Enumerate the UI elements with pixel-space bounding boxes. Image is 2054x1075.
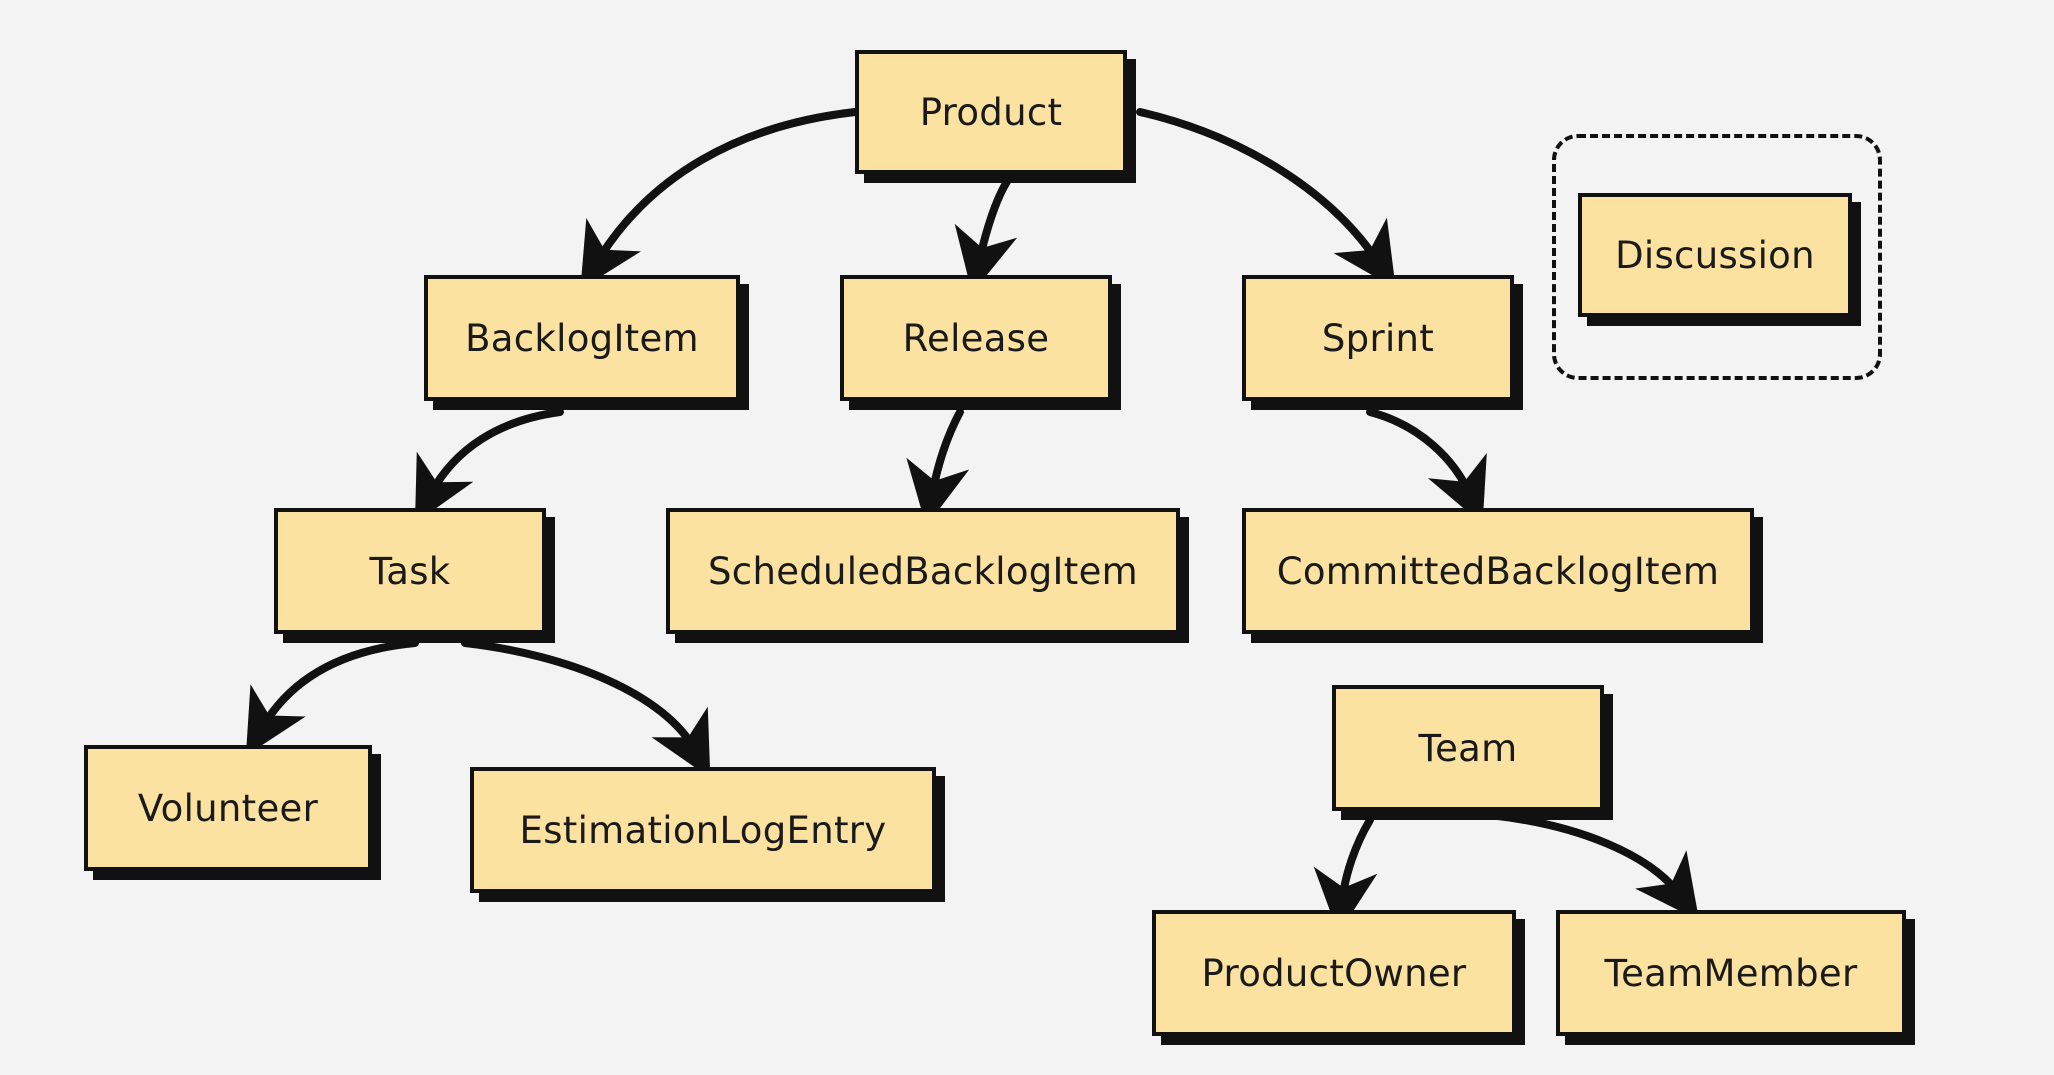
node-volunteer[interactable]: Volunteer xyxy=(84,745,372,871)
node-sprint[interactable]: Sprint xyxy=(1242,275,1514,401)
node-backlog-item[interactable]: BacklogItem xyxy=(424,275,740,401)
edge-team-teammember xyxy=(1486,811,1700,921)
edge-release-scheduledbacklogitem xyxy=(906,408,970,527)
node-team[interactable]: Team xyxy=(1332,685,1604,811)
edge-backlogitem-task xyxy=(414,408,564,524)
node-task[interactable]: Task xyxy=(274,508,546,634)
edge-team-productowner xyxy=(1313,816,1378,934)
edge-sprint-committedbacklogitem xyxy=(1366,408,1487,525)
node-team-member[interactable]: TeamMember xyxy=(1556,910,1906,1036)
edge-task-estimationlogentry xyxy=(461,639,711,779)
edge-product-backlogitem xyxy=(580,108,859,290)
edge-task-volunteer xyxy=(245,639,419,756)
node-product-owner[interactable]: ProductOwner xyxy=(1152,910,1516,1036)
discussion-group-frame xyxy=(1552,134,1882,380)
node-committed-backlog-item[interactable]: CommittedBacklogItem xyxy=(1242,508,1754,634)
edge-product-sprint xyxy=(1136,108,1396,289)
node-discussion[interactable]: Discussion xyxy=(1578,193,1852,317)
node-estimation-log-entry[interactable]: EstimationLogEntry xyxy=(470,767,936,893)
node-product[interactable]: Product xyxy=(855,50,1127,174)
node-scheduled-backlog-item[interactable]: ScheduledBacklogItem xyxy=(666,508,1180,634)
node-release[interactable]: Release xyxy=(840,275,1112,401)
edge-product-release xyxy=(954,176,1018,294)
